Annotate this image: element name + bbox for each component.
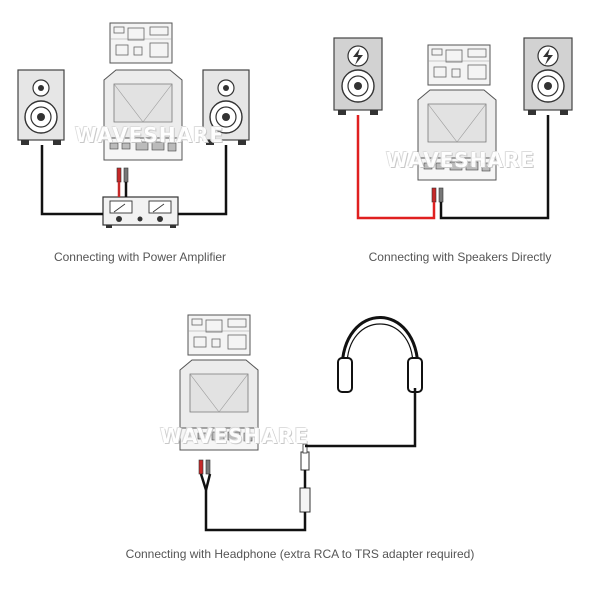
speakers-direct-setup (333, 37, 573, 220)
raspberry-pi-board (187, 314, 251, 356)
cables (199, 388, 417, 532)
raspberry-pi-board (427, 44, 491, 86)
watermark: WAVESHARE (160, 424, 310, 448)
caption-headphone: Connecting with Headphone (extra RCA to … (125, 547, 475, 561)
right-powered-speaker (523, 37, 573, 116)
headphone-setup (179, 314, 423, 532)
watermark: WAVESHARE (386, 148, 536, 172)
amplifier-setup (17, 22, 250, 228)
caption-amplifier: Connecting with Power Amplifier (53, 250, 227, 264)
rca-plugs (198, 459, 211, 475)
rca-plugs (431, 187, 444, 203)
headphone-icon (337, 316, 423, 393)
raspberry-pi-board (109, 22, 173, 64)
watermark: WAVESHARE (75, 123, 225, 147)
left-powered-speaker (333, 37, 383, 116)
rca-plugs (116, 167, 129, 183)
power-amplifier (102, 196, 179, 228)
cables (40, 145, 228, 216)
cables (356, 115, 550, 220)
caption-speakers: Connecting with Speakers Directly (368, 250, 552, 264)
left-passive-speaker (17, 69, 65, 146)
